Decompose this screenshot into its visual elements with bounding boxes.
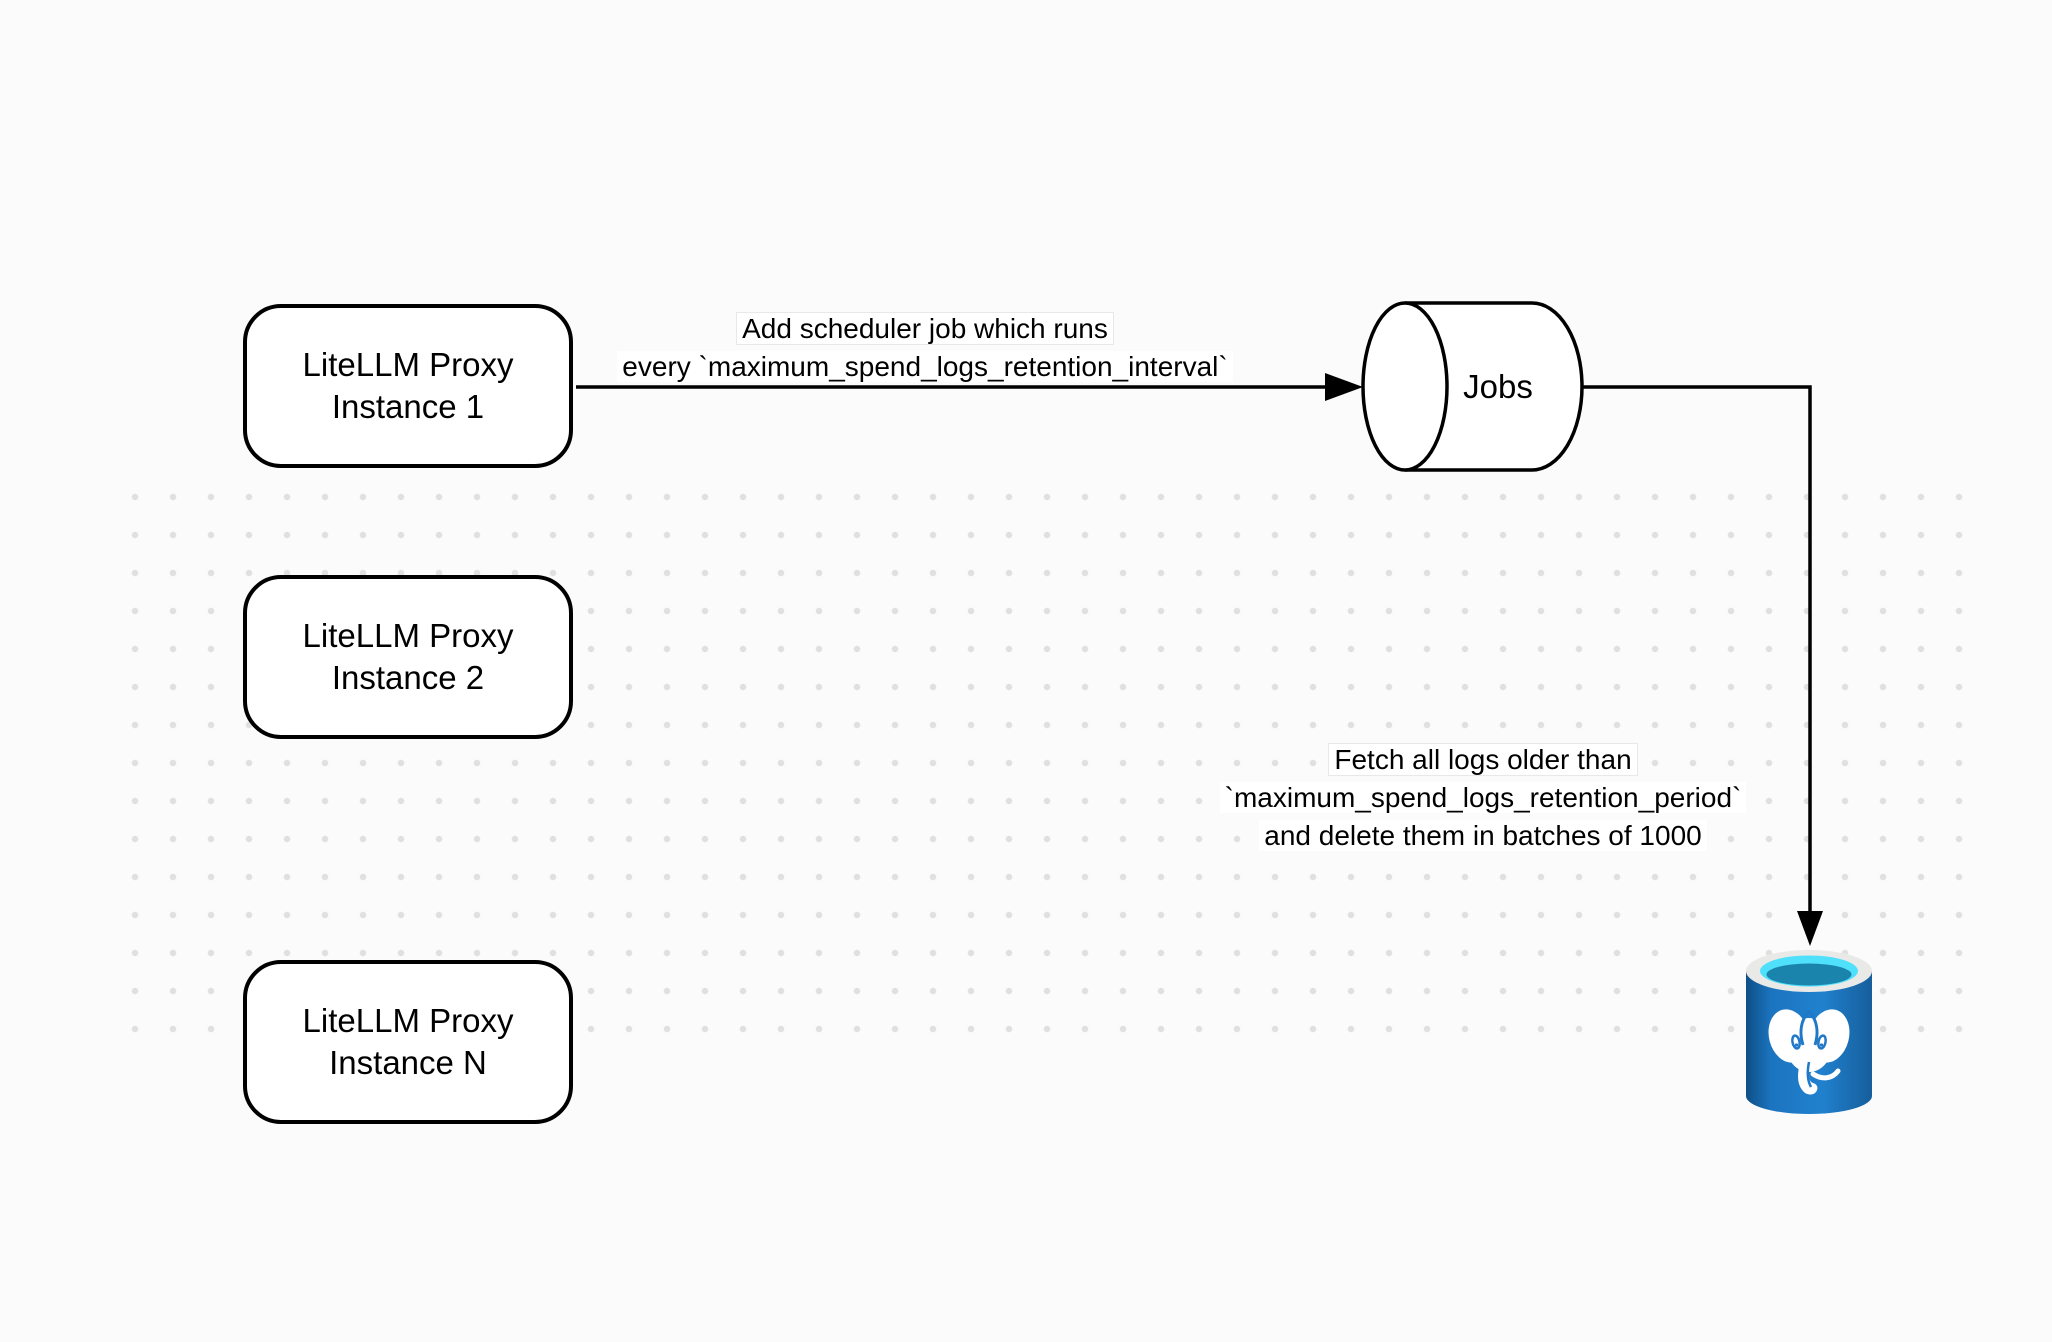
edge-label-fetch-line1: Fetch all logs older than: [1328, 743, 1638, 776]
cylinder-body-fill: [1405, 303, 1582, 470]
node-jobs-label: Jobs: [1463, 368, 1533, 405]
edge-label-scheduler-line2: every `maximum_spend_logs_retention_inte…: [617, 351, 1233, 382]
node-litellm-proxy-instance-n: LiteLLM Proxy Instance N: [243, 960, 573, 1124]
edge-label-scheduler: Add scheduler job which runs every `maxi…: [595, 310, 1255, 386]
cylinder-body-outline: [1405, 301, 1584, 472]
edge-label-scheduler-line1: Add scheduler job which runs: [736, 312, 1114, 345]
node-label-line2: Instance 1: [331, 388, 485, 425]
edge-label-fetch-line3: and delete them in batches of 1000: [1259, 820, 1707, 851]
node-label-line1: LiteLLM Proxy: [302, 617, 514, 654]
node-label-line1: LiteLLM Proxy: [302, 1002, 514, 1039]
jobs-queue-cylinder-icon: [1361, 301, 1584, 472]
edge-label-fetch: Fetch all logs older than `maximum_spend…: [1213, 741, 1753, 855]
edge-scheduler-arrowhead-icon: [1325, 373, 1363, 401]
edge-fetch-line: [1582, 385, 1812, 912]
node-label-line1: LiteLLM Proxy: [302, 346, 514, 383]
edge-label-fetch-line2: `maximum_spend_logs_retention_period`: [1219, 782, 1747, 813]
node-litellm-proxy-instance-1: LiteLLM Proxy Instance 1: [243, 304, 573, 468]
postgresql-database-icon: [1746, 950, 1872, 1114]
cylinder-open-end: [1361, 301, 1449, 472]
node-litellm-proxy-instance-2: LiteLLM Proxy Instance 2: [243, 575, 573, 739]
database-cylinder-liquid: [1766, 963, 1852, 986]
postgres-elephant-icon: [1768, 1009, 1850, 1095]
dot-grid-background: [116, 478, 1979, 1048]
node-label-line2: Instance 2: [331, 659, 485, 696]
node-label-line2: Instance N: [329, 1044, 487, 1081]
edge-fetch-arrowhead-icon: [1797, 911, 1823, 946]
